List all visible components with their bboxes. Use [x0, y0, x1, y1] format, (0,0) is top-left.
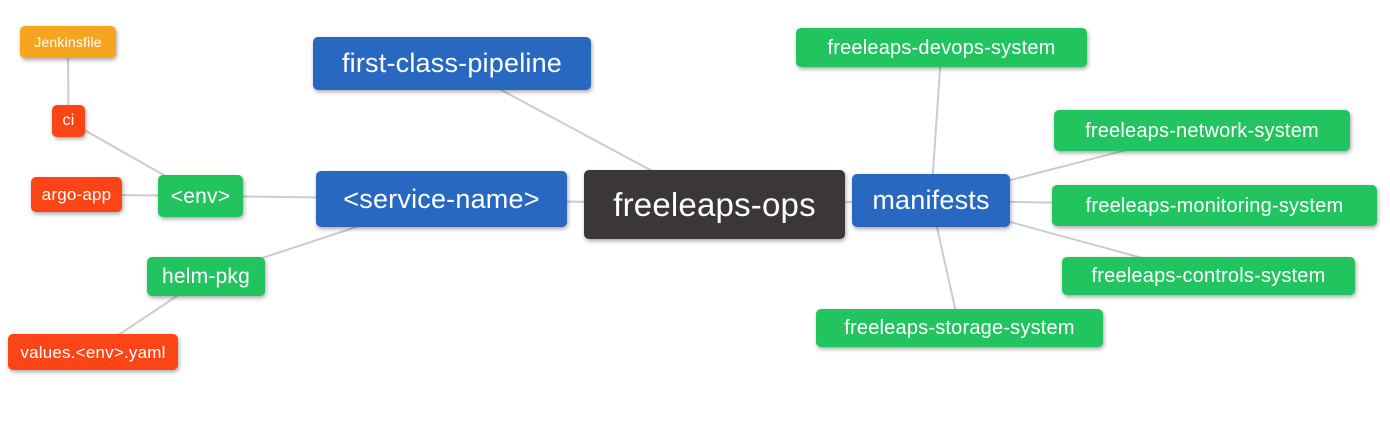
node-storage-system[interactable]: freeleaps-storage-system	[816, 309, 1103, 347]
node-jenkinsfile[interactable]: Jenkinsfile	[20, 26, 116, 58]
node-argo-app[interactable]: argo-app	[31, 177, 122, 212]
node-manifests[interactable]: manifests	[852, 174, 1010, 227]
node-helm-pkg[interactable]: helm-pkg	[147, 257, 265, 296]
node-freeleaps-ops[interactable]: freeleaps-ops	[584, 170, 845, 239]
node-network-system[interactable]: freeleaps-network-system	[1054, 110, 1350, 151]
node-env[interactable]: <env>	[158, 175, 243, 217]
node-first-class-pipeline[interactable]: first-class-pipeline	[313, 37, 591, 90]
node-values-env-yaml[interactable]: values.<env>.yaml	[8, 334, 178, 370]
node-ci[interactable]: ci	[52, 105, 85, 137]
node-monitoring-system[interactable]: freeleaps-monitoring-system	[1052, 185, 1377, 226]
node-controls-system[interactable]: freeleaps-controls-system	[1062, 257, 1355, 295]
node-devops-system[interactable]: freeleaps-devops-system	[796, 28, 1087, 67]
node-service-name[interactable]: <service-name>	[316, 171, 567, 227]
